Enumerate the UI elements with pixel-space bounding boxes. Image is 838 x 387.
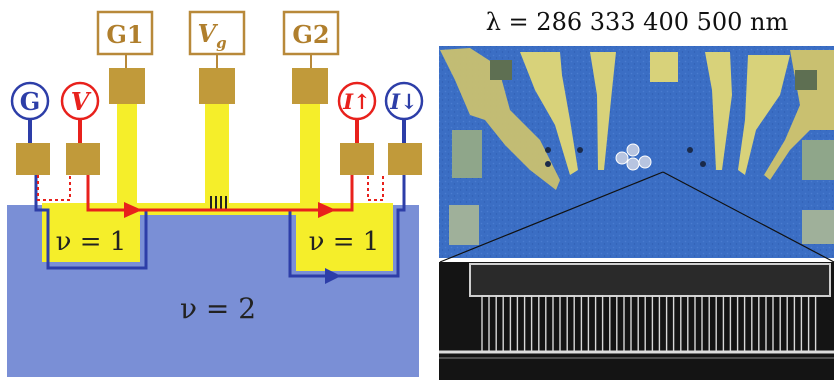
bond-pad-right-2 — [738, 55, 790, 175]
voltage-contact-label: V — [71, 87, 92, 116]
pad-dark-right — [795, 70, 817, 90]
dotted-edge-left — [37, 175, 71, 201]
voltage-contact-pad — [66, 143, 100, 175]
g1-label: G1 — [106, 20, 143, 49]
current-down-contact-circle — [384, 81, 424, 121]
right-island — [296, 203, 393, 271]
micrograph-panel: λ = 286 333 400 500 nm — [439, 8, 835, 380]
ohmic-square-3 — [802, 140, 834, 180]
red-edge-channel — [86, 175, 334, 212]
bond-pad-center-right — [705, 52, 732, 170]
vg-lead — [205, 100, 229, 210]
bond-pad-center-left — [590, 52, 616, 170]
left-island — [42, 203, 140, 262]
g1-label-box — [96, 10, 154, 56]
right-island-label: ν = 1 — [309, 227, 380, 257]
vg-label-box — [188, 10, 246, 56]
current-down-contact-label: I↓ — [389, 89, 417, 114]
current-up-contact-circle — [337, 81, 377, 121]
red-edge-arrow-right — [318, 202, 336, 218]
bond-pad-left-1 — [440, 48, 560, 190]
left-island-label: ν = 1 — [56, 227, 127, 257]
current-down-contact-pad — [388, 143, 422, 175]
bulk-label: ν = 2 — [180, 292, 256, 325]
current-up-contact-label: I↑ — [342, 89, 370, 114]
bond-pad-center — [650, 52, 678, 82]
red-edge-to-contact — [334, 175, 354, 212]
ground-contact-pad — [16, 143, 50, 175]
sem-image — [439, 262, 834, 380]
ohmic-square-1 — [452, 130, 482, 178]
zoom-line-left — [439, 171, 664, 263]
g2-pad — [292, 68, 328, 104]
ohmic-square-4 — [802, 210, 834, 244]
circle-marks — [615, 143, 652, 171]
bond-pad-left-2 — [520, 52, 578, 175]
voltage-contact-circle — [60, 81, 100, 121]
red-edge-arrow-left — [124, 202, 142, 218]
g2-lead — [300, 100, 320, 210]
vg-pad — [199, 68, 235, 104]
zoom-line-right — [662, 171, 835, 263]
alignment-marks — [545, 147, 706, 167]
pad-dark-left — [490, 60, 512, 80]
dotted-edge-right — [367, 175, 384, 201]
ground-contact-label: G — [20, 87, 41, 116]
g1-pad — [109, 68, 145, 104]
ohmic-square-2 — [449, 205, 479, 245]
wavelength-label: λ = 286 333 400 500 nm — [486, 8, 789, 36]
schematic-panel: G1 Vg G2 G V I↑ I↓ ν = 1 ν = 1 ν = 2 — [7, 10, 424, 377]
g2-label: G2 — [292, 20, 329, 49]
vg-label: Vg — [197, 19, 226, 52]
current-up-contact-pad — [340, 143, 374, 175]
g1-lead — [117, 100, 137, 210]
ground-contact-circle — [10, 81, 50, 121]
blue-edge-arrow — [325, 268, 341, 284]
